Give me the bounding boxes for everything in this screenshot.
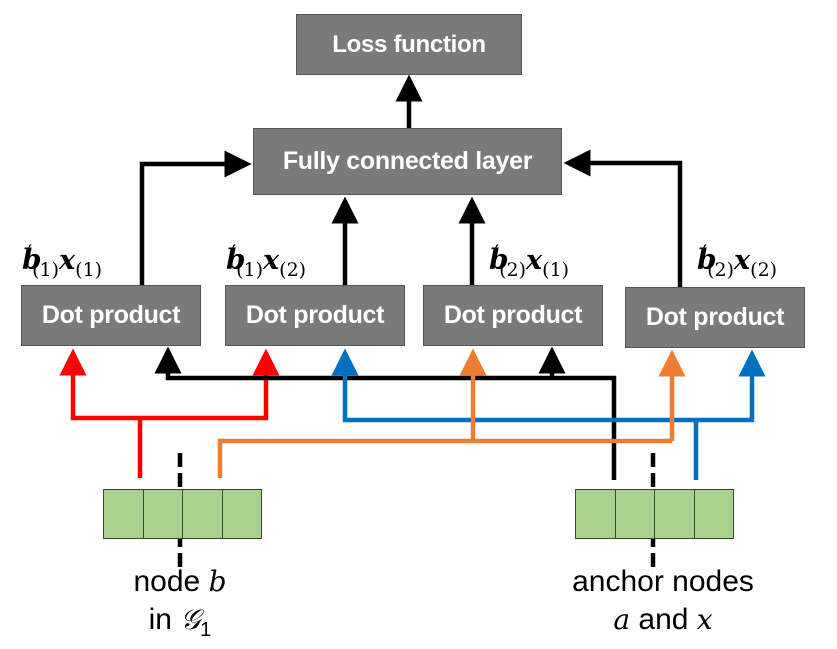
math-subscript: (2) (750, 259, 778, 281)
embedding-cell (655, 490, 695, 538)
caption-text: node (133, 565, 209, 598)
math-subscript: (2) (499, 259, 527, 281)
embedding-cell (143, 490, 183, 538)
dot-output-label: b′(1)x(2) (226, 240, 306, 281)
math-prime: ′ (494, 240, 500, 264)
black-wire (154, 346, 617, 480)
dot-product-box: Dot product (423, 285, 603, 346)
dot-product-box: Dot product (21, 285, 201, 346)
caption-var: a (613, 603, 631, 636)
caption-var: b (208, 565, 227, 598)
math-prime: ′ (702, 240, 708, 264)
math-x: x (263, 245, 280, 276)
math-b: b (226, 243, 246, 276)
blue-to-dot2-arrow (331, 348, 696, 423)
math-prime: ′ (231, 240, 237, 264)
anchor-nodes-caption: anchor nodes a and x (548, 563, 778, 639)
orange-wire (217, 438, 672, 478)
dot4-to-fc-arrow (563, 149, 683, 287)
dot-product-box: Dot product (625, 287, 805, 348)
math-b: b (697, 243, 717, 276)
caption-var: x (696, 603, 713, 636)
math-subscript: (2) (707, 259, 735, 281)
blue-to-dot4-arrow (696, 349, 766, 423)
math-subscript: (1) (32, 259, 60, 281)
fully-connected-layer-box: Fully connected layer (253, 128, 562, 195)
math-x: x (59, 245, 76, 276)
embedding-cell (183, 490, 223, 538)
caption-subscript: 1 (200, 619, 212, 641)
math-x: x (734, 245, 751, 276)
dot1-to-fc-arrow (139, 150, 252, 285)
dot-output-label: b′(1)x(1) (22, 240, 102, 281)
math-subscript: (1) (75, 259, 103, 281)
red-to-dot2-arrow (140, 348, 280, 421)
caption-line: anchor nodes (572, 565, 754, 598)
caption-line: in 𝒢1 (90, 601, 270, 649)
math-prime: ′ (27, 240, 33, 264)
caption-line: a and x (548, 601, 778, 639)
math-x: x (526, 245, 543, 276)
anchor-nodes-embedding (575, 489, 734, 539)
node-b-caption: node b in 𝒢1 (90, 563, 270, 649)
math-b: b (22, 243, 42, 276)
embedding-cell (694, 490, 733, 538)
caption-text: and (630, 603, 697, 636)
caption-line: node b (90, 563, 270, 601)
embedding-cell (576, 490, 616, 538)
caption-var: 𝒢 (180, 603, 201, 636)
dot-product-box: Dot product (225, 285, 405, 346)
embedding-cell (222, 490, 261, 538)
node-b-embedding (103, 489, 262, 539)
math-subscript: (1) (236, 259, 264, 281)
red-to-dot1-arrow (59, 348, 140, 421)
dot-output-label: b′(2)x(1) (489, 240, 569, 281)
math-subscript: (2) (279, 259, 307, 281)
math-b: b (489, 243, 509, 276)
math-subscript: (1) (542, 259, 570, 281)
loss-function-box: Loss function (296, 14, 522, 75)
embedding-cell (104, 490, 144, 538)
caption-text: in (148, 603, 181, 636)
embedding-cell (615, 490, 655, 538)
dot-output-label: b′(2)x(2) (697, 240, 777, 281)
